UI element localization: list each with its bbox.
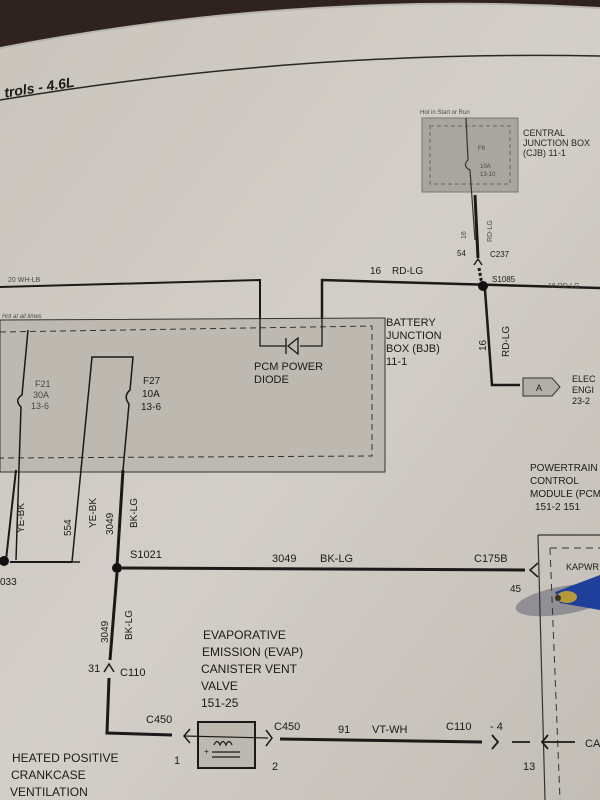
svg-text:+: +	[204, 747, 209, 756]
diode-label: DIODE	[254, 374, 289, 386]
wire-rd-lg	[320, 278, 600, 318]
wire-gauge-label: 16	[370, 266, 382, 277]
s1033-label: 033	[0, 577, 17, 588]
pcm-connector-label: CA	[585, 738, 600, 750]
splice-s1021	[112, 563, 122, 573]
wire-color-label: RD-LG	[501, 326, 512, 357]
connector-c110-icon	[103, 662, 115, 673]
header-rule	[0, 54, 600, 101]
cjb-caption: Hot in Start or Run	[420, 110, 470, 116]
pcm-label: 151-2 151	[535, 502, 580, 513]
c110-pin: 31	[88, 663, 100, 675]
splice-s1085	[478, 281, 488, 291]
c450-right-pin: 2	[272, 761, 278, 773]
connector-c110-right-icon	[491, 734, 575, 750]
pcm-label: CONTROL	[530, 476, 579, 487]
c110-label: C110	[120, 667, 145, 679]
powertrain-control-module: POWERTRAIN CONTROL MODULE (PCM) 151-2 15…	[530, 463, 600, 800]
c450-left-pin: 1	[174, 755, 180, 767]
hpcv-label: HEATED POSITIVE	[12, 751, 118, 765]
evap-label: 151-25	[201, 696, 239, 710]
wire-circuit-label: 554	[63, 519, 74, 536]
elec-ref-line: ENGI	[572, 385, 594, 395]
bjb-name: 11-1	[386, 356, 407, 368]
bjb-caption: Hot at all times	[2, 314, 42, 320]
central-junction-box: Hot in Start or Run F8 10A 13-10 CENTRAL…	[420, 110, 591, 193]
elec-ref-arrow	[522, 377, 561, 397]
wire-color-label: BK-LG	[320, 553, 353, 565]
evap-label: EVAPORATIVE	[203, 628, 286, 642]
c237-pin: 54	[457, 249, 466, 258]
battery-junction-box: Hot at all times BATTERY JUNCTION BOX (B…	[0, 314, 442, 473]
c175b-pin: 45	[510, 584, 522, 595]
wire-circuit-label: 3049	[105, 512, 116, 535]
pcm-label: MODULE (PCM)	[530, 489, 600, 500]
c175b-label: C175B	[474, 553, 508, 565]
wire-bk-lg	[115, 469, 125, 567]
wire-main-bk-lg	[121, 566, 526, 572]
wire-color-label: RD-LG	[487, 220, 494, 242]
wire-vt-wh	[279, 737, 483, 744]
elec-ref-line: 23-2	[572, 396, 590, 406]
fuse-f21-icon	[15, 329, 29, 561]
wire-color-label: VT-WH	[372, 724, 407, 736]
fuse-f21-rating: 30A	[33, 390, 49, 400]
bjb-name: BATTERY	[386, 317, 436, 329]
elec-ref-line: ELEC	[572, 374, 596, 384]
fuse-f8-ref: 13-10	[480, 172, 496, 178]
fuse-f21-ref: 13-6	[31, 401, 49, 411]
fuse-f8-label: F8	[478, 146, 486, 152]
evap-label: CANISTER VENT	[201, 662, 298, 676]
wire-color-label: BK-LG	[129, 498, 140, 528]
c110-right-pin: - 4	[490, 721, 503, 733]
fuse-f27-ref: 13-6	[141, 402, 161, 413]
wire-gauge-label: 16	[478, 339, 489, 351]
fuse-f21-label: F21	[35, 379, 51, 389]
c110-right-label: C110	[446, 721, 471, 733]
cjb-name: CENTRAL JUNCTION BOX (CJB) 11-1	[523, 128, 591, 158]
pcm-pin-number: 13	[523, 761, 535, 773]
c450-right-label: C450	[274, 721, 300, 733]
c450-left-label: C450	[146, 714, 172, 726]
fuse-f27-icon	[71, 356, 134, 563]
evap-label: EMISSION (EVAP)	[202, 645, 303, 659]
hpcv-label: CRANKCASE	[11, 768, 86, 782]
pcm-label: POWERTRAIN	[530, 463, 598, 474]
wire-color-label: YE-BK	[88, 498, 99, 528]
bjb-name: BOX (BJB)	[386, 343, 440, 355]
fuse-f27-label: F27	[143, 376, 161, 387]
connector-c175b-icon	[528, 562, 539, 578]
wire-color-label: RD-LG	[392, 266, 423, 277]
wire-color-label: YE-BK	[16, 503, 27, 533]
hpcv-label: VENTILATION	[10, 785, 88, 799]
wire-circuit-label: 3049	[272, 553, 296, 565]
c237-label: C237	[490, 250, 510, 259]
s1085-label: S1085	[492, 275, 516, 284]
wire-circuit-label: 91	[338, 724, 350, 736]
bjb-name: JUNCTION	[386, 330, 442, 342]
connector-c237-icon	[473, 257, 483, 266]
s1021-label: S1021	[130, 549, 162, 561]
evap-label: VALVE	[201, 679, 238, 693]
diode-label: PCM POWER	[254, 361, 323, 373]
wire-cjb-down	[473, 194, 480, 259]
diode-icon	[285, 336, 299, 356]
fuse-f27-rating: 10A	[142, 389, 160, 400]
wire-circuit-label: 3049	[100, 620, 111, 643]
wire-gauge-label: 16	[461, 231, 468, 239]
wire-to-elec	[483, 289, 520, 387]
pen	[515, 575, 600, 617]
wire-wh-lb	[0, 278, 261, 318]
fuse-f8-rating: 10A	[480, 164, 491, 170]
splice-s1033	[0, 556, 9, 566]
wire-wh-lb-label: 20 WH-LB	[8, 277, 41, 284]
elec-ref-letter: A	[536, 383, 542, 393]
wire-color-label: BK-LG	[124, 610, 135, 640]
wire-far-right-label: 16 RD-LG	[548, 283, 580, 290]
pcm-pin-label: KAPWR	[566, 562, 600, 572]
